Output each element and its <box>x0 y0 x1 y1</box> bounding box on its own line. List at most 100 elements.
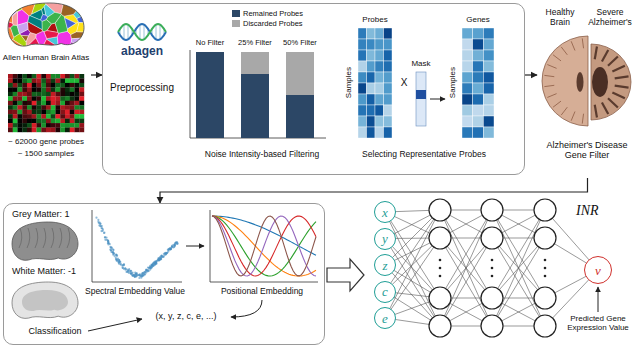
expression-heatmap <box>32 96 37 101</box>
spectral-embedding-scatter <box>155 261 157 263</box>
flow-arrow <box>160 178 588 203</box>
expression-heatmap <box>56 83 61 88</box>
dataset-note: ~ 62000 gene probes <box>2 137 90 146</box>
legend-text: Remained Probes <box>243 9 303 18</box>
expression-heatmap <box>46 128 51 133</box>
gene-matrix <box>473 105 484 116</box>
gene-matrix <box>473 72 484 83</box>
spectral-embedding-scatter <box>130 270 132 272</box>
expression-heatmap <box>75 74 80 79</box>
network-connections <box>492 238 545 326</box>
expression-heatmap <box>8 119 13 124</box>
probe-matrix <box>367 83 376 94</box>
brain-atlas-illustration <box>82 38 84 44</box>
probe-matrix <box>384 116 393 127</box>
expression-heatmap <box>51 96 56 101</box>
expression-heatmap <box>46 114 51 119</box>
spectral-embedding-scatter <box>112 251 114 253</box>
probe-matrix <box>367 105 376 116</box>
grey-matter-brain <box>27 228 30 248</box>
hidden-neuron <box>429 315 451 337</box>
spectral-embedding-scatter <box>139 273 141 275</box>
hidden-neuron <box>534 199 556 221</box>
step-caption: Spectral Embedding Value <box>80 287 190 297</box>
expression-heatmap <box>46 87 51 92</box>
data-source-group: Allen Human Brain Atlas~ 62000 gene prob… <box>1 0 91 165</box>
input-neuron: e <box>374 307 396 329</box>
positional-embedding-curves <box>210 210 318 282</box>
grey-matter-brain <box>67 228 70 248</box>
hidden-neuron <box>491 275 494 278</box>
brain-atlas-illustration <box>17 22 28 34</box>
expression-heatmap <box>18 87 23 92</box>
expression-heatmap <box>32 114 37 119</box>
expression-heatmap <box>60 105 65 110</box>
gene-matrix <box>473 28 484 39</box>
expression-heatmap <box>60 74 65 79</box>
expression-heatmap <box>37 101 42 106</box>
expression-heatmap <box>79 74 84 79</box>
spectral-embedding-scatter <box>132 274 134 276</box>
expression-heatmap <box>51 83 56 88</box>
expression-heatmap <box>22 96 27 101</box>
expression-heatmap <box>75 123 80 128</box>
expression-heatmap <box>56 101 61 106</box>
hidden-neuron <box>439 275 442 278</box>
expression-heatmap <box>75 83 80 88</box>
grey-matter-brain <box>12 222 78 260</box>
expression-heatmap <box>75 110 80 115</box>
neuron-symbol: e <box>382 312 388 325</box>
alzheimer-brain-photo <box>602 50 608 62</box>
expression-heatmap <box>60 101 65 106</box>
alzheimer-brain-photo <box>591 44 631 120</box>
expression-heatmap <box>13 114 18 119</box>
expression-heatmap <box>13 110 18 115</box>
filter-bar-chart <box>190 50 326 138</box>
step-caption: Selecting Representative Probes <box>341 150 507 160</box>
output-callout: Predicted Gene Expression Value <box>559 314 637 332</box>
expression-heatmap <box>46 96 51 101</box>
expression-heatmap <box>22 119 27 124</box>
positional-embedding-curves <box>212 216 316 276</box>
spectral-embedding-scatter <box>155 260 157 262</box>
expression-heatmap <box>32 119 37 124</box>
probe-matrix <box>358 116 367 127</box>
gene-matrix <box>462 105 473 116</box>
expression-heatmap <box>70 78 75 83</box>
probe-matrix <box>384 61 393 72</box>
abagen-logo <box>160 25 161 40</box>
positional-embedding-curves <box>210 210 318 282</box>
leader-arrow <box>598 287 599 312</box>
expression-heatmap <box>27 128 32 133</box>
hidden-neuron <box>481 315 503 337</box>
expression-heatmap <box>22 114 27 119</box>
flow-arrow <box>91 74 102 75</box>
expression-heatmap <box>27 119 32 124</box>
expression-heatmap <box>8 78 13 83</box>
spectral-embedding-scatter <box>145 269 147 271</box>
expression-heatmap <box>65 114 70 119</box>
axis-label: Genes <box>453 15 503 24</box>
probe-matrix <box>384 127 393 138</box>
expression-heatmap <box>51 92 56 97</box>
expression-heatmap <box>13 128 18 133</box>
expression-heatmap <box>46 105 51 110</box>
expression-heatmap <box>75 96 80 101</box>
expression-heatmap <box>70 123 75 128</box>
expression-heatmap <box>41 78 46 83</box>
expression-heatmap <box>41 114 46 119</box>
expression-heatmap <box>51 87 56 92</box>
probe-matrix <box>358 50 367 61</box>
expression-heatmap <box>37 83 42 88</box>
probe-matrix <box>367 61 376 72</box>
expression-heatmap <box>37 128 42 133</box>
spectral-embedding-scatter <box>167 249 169 251</box>
expression-heatmap <box>18 78 23 83</box>
expression-heatmap <box>46 101 51 106</box>
spectral-embedding-scatter <box>97 219 99 221</box>
white-matter-brain <box>22 290 68 311</box>
spectral-embedding-scatter <box>120 264 122 266</box>
network-connections <box>440 210 492 298</box>
expression-heatmap <box>27 92 32 97</box>
hidden-neuron <box>544 267 547 270</box>
